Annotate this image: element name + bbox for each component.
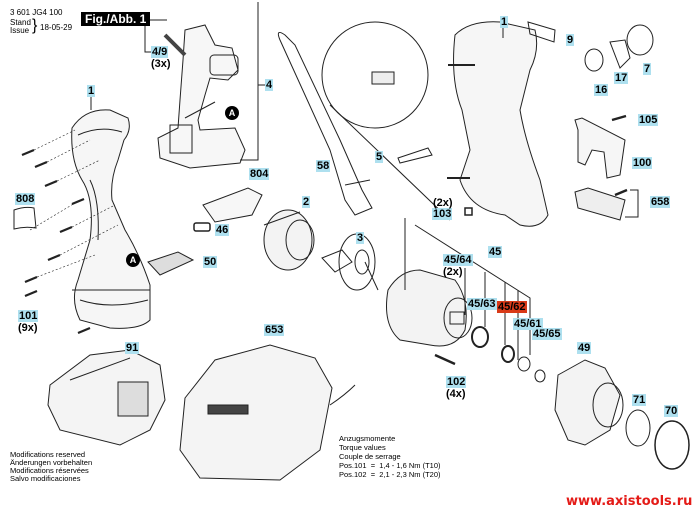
spring-46-drawing <box>193 222 211 232</box>
torque-line-4: Pos.101 = 1,4 - 1,6 Nm (T10) <box>339 461 441 470</box>
issue-label: Issue <box>10 26 30 35</box>
part-label-105[interactable]: 105 <box>638 114 659 126</box>
leader-dashes <box>29 129 119 278</box>
part-label-4[interactable]: 4 <box>265 79 274 91</box>
part-label-1-right[interactable]: 1 <box>500 16 509 28</box>
part-label-2[interactable]: 2 <box>302 196 311 208</box>
part-label-91[interactable]: 91 <box>125 342 140 354</box>
modifications-line-2: Änderungen vorbehalten <box>10 458 93 467</box>
callout-a-bottom: A <box>126 253 140 267</box>
callout-a-top: A <box>225 106 239 120</box>
part-label-45[interactable]: 45 <box>488 246 503 258</box>
part-label-100[interactable]: 100 <box>632 157 653 169</box>
nose-70-drawing <box>654 420 690 470</box>
part-label-101[interactable]: 101 <box>18 310 39 322</box>
cap-7-drawing <box>626 24 654 56</box>
modifications-line-4: Salvo modificaciones <box>10 474 81 483</box>
part-label-1[interactable]: 1 <box>87 85 96 97</box>
part-label-3[interactable]: 3 <box>356 232 365 244</box>
part-label-4-9[interactable]: 4/9 <box>151 46 169 58</box>
clip-100-drawing <box>574 117 626 179</box>
nut-103-drawing <box>464 207 473 216</box>
housing-left-drawing <box>71 109 151 329</box>
part-label-9[interactable]: 9 <box>566 34 575 46</box>
screws-101-drawing <box>21 148 91 335</box>
disc-16-drawing <box>584 48 604 72</box>
part-label-17[interactable]: 17 <box>614 72 629 84</box>
sticker-9-drawing <box>527 21 556 43</box>
part-number: 3 601 JG4 100 <box>10 8 63 17</box>
ring-45-61-drawing <box>517 356 531 372</box>
modifications-line-3: Modifications réservées <box>10 466 89 475</box>
screw-105-drawing <box>611 114 627 122</box>
part-label-45-62[interactable]: 45/62 <box>497 301 527 313</box>
part-label-50[interactable]: 50 <box>203 256 218 268</box>
torque-line-3: Couple de serrage <box>339 452 401 461</box>
torque-line-5: Pos.102 = 2,1 - 2,3 Nm (T20) <box>339 470 441 479</box>
modifications-line-1: Modifications reserved <box>10 450 86 459</box>
part-label-45-65[interactable]: 45/65 <box>532 328 562 340</box>
part-label-5[interactable]: 5 <box>375 151 384 163</box>
figure-label: Fig./Abb. 1 <box>81 12 151 26</box>
part-label-46[interactable]: 46 <box>215 224 230 236</box>
part-label-45-63[interactable]: 45/63 <box>467 298 497 310</box>
charger-653-drawing <box>179 344 356 481</box>
part-label-45-64[interactable]: 45/64 <box>443 254 473 266</box>
qty-4-9: (3x) <box>151 58 171 70</box>
stator-2-drawing <box>263 209 315 271</box>
ring-45-63-drawing <box>471 326 489 348</box>
stand-label: Stand <box>10 18 31 27</box>
brace: } <box>32 17 38 34</box>
strap-58-drawing <box>277 31 373 216</box>
ring-45-62-drawing <box>501 345 515 363</box>
part-label-45-61[interactable]: 45/61 <box>513 318 543 330</box>
qty-45-64: (2x) <box>443 266 463 278</box>
torque-line-2: Torque values <box>339 443 386 452</box>
part-label-103[interactable]: 103 <box>432 208 453 220</box>
part-label-16[interactable]: 16 <box>594 84 609 96</box>
torque-line-1: Anzugsmomente <box>339 434 396 443</box>
switch-17-drawing <box>609 39 631 69</box>
battery-91-drawing <box>47 349 166 446</box>
housing-right-drawing <box>447 21 549 227</box>
button-5-drawing <box>397 147 433 164</box>
part-label-804[interactable]: 804 <box>249 168 270 180</box>
bit-holder-658-drawing <box>574 187 639 221</box>
watermark-url[interactable]: www.axistools.ru <box>566 494 693 509</box>
plate-804-drawing <box>202 187 263 223</box>
part-label-71[interactable]: 71 <box>632 394 647 406</box>
cover-49-opening <box>592 382 624 428</box>
part-label-102[interactable]: 102 <box>446 376 467 388</box>
part-label-70[interactable]: 70 <box>664 405 679 417</box>
part-label-653[interactable]: 653 <box>264 324 285 336</box>
bracket-4 <box>240 2 265 161</box>
detail-view-drawing <box>321 21 451 221</box>
electronics-module-drawing <box>157 24 246 169</box>
qty-101: (9x) <box>18 322 38 334</box>
pad-50-drawing <box>147 251 195 276</box>
issue-date: 18-05-29 <box>40 23 73 32</box>
ring-45-65-drawing <box>534 369 546 383</box>
qty-103: (2x) <box>433 197 453 209</box>
part-label-808[interactable]: 808 <box>15 193 36 205</box>
cover-49-drawing <box>554 359 621 446</box>
bracket-4-9 <box>144 19 167 53</box>
part-label-7[interactable]: 7 <box>643 63 652 75</box>
ring-71-drawing <box>625 409 651 447</box>
rotor-3-drawing <box>321 233 379 291</box>
part-label-658[interactable]: 658 <box>650 196 671 208</box>
gear-housing-45-drawing <box>386 269 473 347</box>
screw-102-drawing <box>434 353 456 366</box>
qty-102: (4x) <box>446 388 466 400</box>
part-label-49[interactable]: 49 <box>577 342 592 354</box>
part-label-58[interactable]: 58 <box>316 160 331 172</box>
sticker-808-drawing <box>13 206 37 230</box>
